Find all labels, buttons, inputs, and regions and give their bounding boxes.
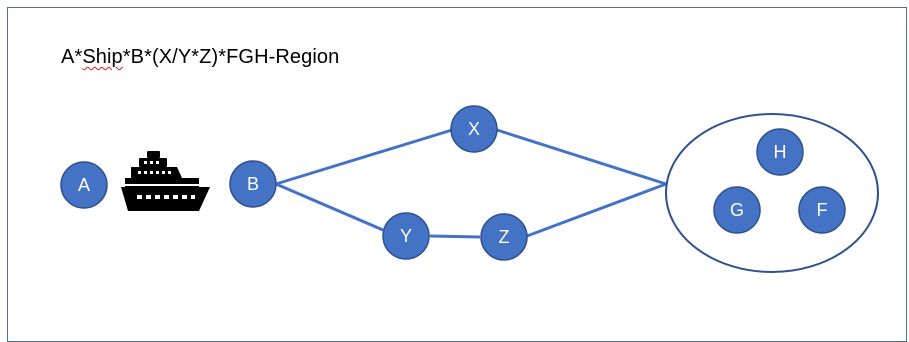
node-y: Y: [382, 212, 430, 260]
node-b-label: B: [247, 174, 259, 194]
edge-z-region: [526, 182, 667, 238]
edge-y-z: [429, 234, 481, 239]
node-f-label: F: [817, 200, 828, 220]
node-a: A: [60, 161, 108, 209]
title-prefix: A*: [61, 46, 83, 68]
diagram-title: A*Ship*B*(X/Y*Z)*FGH-Region: [61, 46, 339, 69]
ship-icon: [121, 151, 210, 211]
node-g: G: [713, 186, 761, 234]
edges: [275, 128, 667, 239]
node-f: F: [798, 186, 846, 234]
node-h: H: [756, 128, 804, 176]
node-x: X: [450, 105, 498, 153]
title-ship-word: Ship: [82, 46, 123, 68]
edge-b-x: [275, 128, 453, 186]
node-y-label: Y: [400, 226, 412, 246]
node-z: Z: [480, 213, 528, 261]
edge-x-region: [496, 128, 667, 186]
node-x-label: X: [468, 119, 480, 139]
edge-b-y: [275, 182, 384, 232]
title-suffix: *B*(X/Y*Z)*FGH-Region: [122, 46, 340, 68]
node-g-label: G: [730, 200, 744, 220]
node-z-label: Z: [499, 227, 510, 247]
route-diagram: A B X Y Z H G F: [60, 105, 879, 273]
node-b: B: [229, 160, 277, 208]
node-a-label: A: [78, 175, 90, 195]
node-h-label: H: [774, 142, 787, 162]
